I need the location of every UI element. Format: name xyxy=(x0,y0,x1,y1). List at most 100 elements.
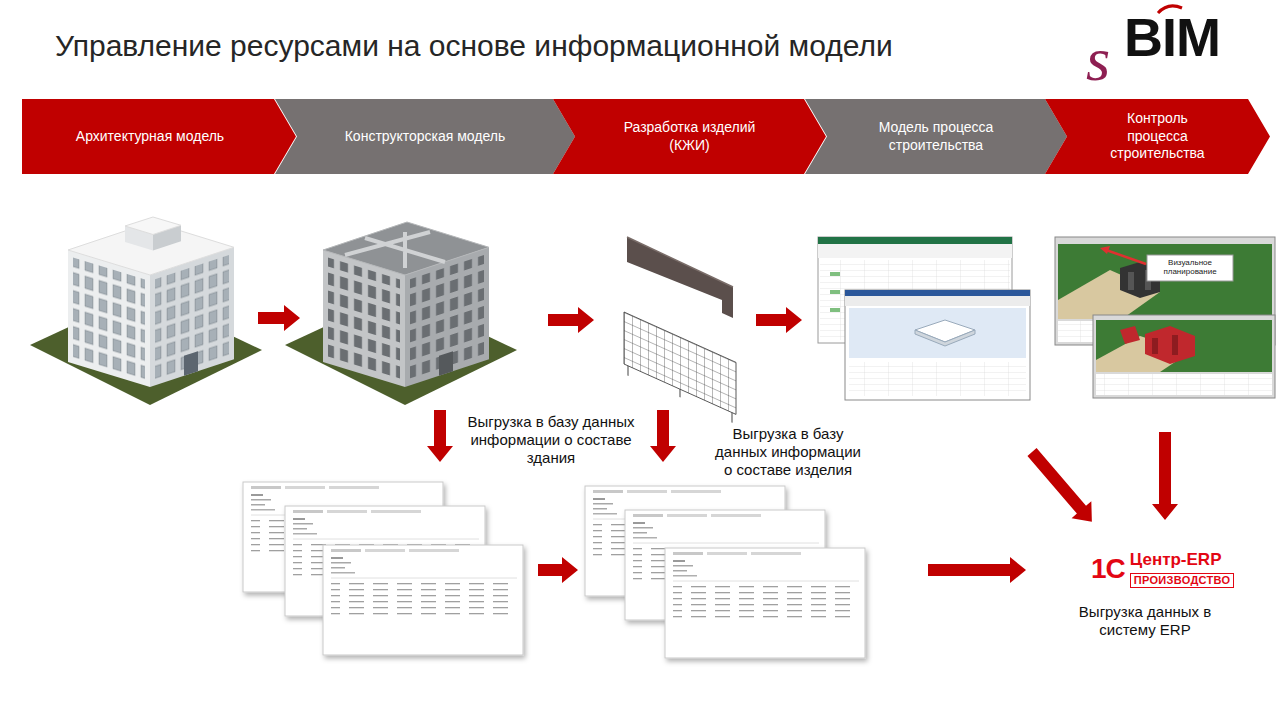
model-screenshot-part xyxy=(915,330,975,346)
logo-text-column: Центр-ERP ПРОИЗВОДСТВО xyxy=(1130,551,1235,588)
control-screenshot-part xyxy=(1096,374,1272,395)
control-screenshot-part xyxy=(1120,326,1140,344)
precast-panel-part xyxy=(627,237,733,318)
logo-letter: s xyxy=(1086,28,1120,90)
logo-wordmark: BIM xyxy=(1124,10,1254,64)
control-screenshot-part xyxy=(1058,244,1272,319)
structural-building-part-part xyxy=(410,255,484,379)
process-chevron: Разработка изделий (КЖИ) xyxy=(553,99,826,174)
logo-mark-column: 1С xyxy=(1091,555,1125,583)
building-table-stack-part xyxy=(323,545,523,655)
control-screenshot-part xyxy=(1096,320,1272,372)
flow-arrow-part xyxy=(928,557,1026,583)
chevron-label-area: Разработка изделий (КЖИ) xyxy=(579,99,800,174)
flow-arrow-part xyxy=(427,410,453,462)
schedule-screenshot-part xyxy=(830,290,840,294)
model-screenshot xyxy=(845,290,1030,400)
flow-arrow-part-part xyxy=(1022,444,1102,531)
chevron-label-area: Контроль процесса строительства xyxy=(1071,99,1244,174)
control-screenshot-part xyxy=(1093,315,1275,398)
erp-caption: Выгрузка данных в систему ERP xyxy=(1070,603,1220,639)
structural-building-part xyxy=(345,232,445,268)
flow-arrow-part xyxy=(538,557,578,583)
process-chevron: Конструкторская модель xyxy=(275,99,575,174)
structural-building-part xyxy=(323,222,489,275)
chevron-label-area: Модель процесса строительства xyxy=(831,99,1041,174)
chevron-label-area: Конструкторская модель xyxy=(301,99,549,174)
element-table-stack-part xyxy=(665,548,865,658)
title-slot: Управление ресурсами на основе информаци… xyxy=(55,28,893,64)
stage-name: Конструкторская модель xyxy=(345,128,506,146)
control-screenshot-part xyxy=(1172,335,1178,355)
architectural-building xyxy=(30,217,262,405)
architectural-building-part-part xyxy=(184,351,198,376)
control-screenshot-part xyxy=(1100,246,1110,254)
control-screenshot xyxy=(1093,315,1275,398)
schedule-screenshot-part xyxy=(818,244,1012,258)
screenshot-callout: Визуальное планирование xyxy=(1150,258,1230,276)
stage-name: Разработка изделий (КЖИ) xyxy=(610,119,770,154)
export-note: Выгрузка в базу данных информации о сост… xyxy=(462,413,640,467)
stage-name: Архитектурная модель xyxy=(76,128,224,146)
export-note-slot: Выгрузка в базу данных информации о сост… xyxy=(712,425,864,479)
model-screenshot-part xyxy=(845,296,1030,306)
element-table-stack xyxy=(585,486,865,658)
model-screenshot-part xyxy=(849,362,1026,396)
erp-caption-slot: Выгрузка данных в систему ERP xyxy=(1070,603,1220,639)
export-note: Выгрузка в базу данных информации о сост… xyxy=(712,425,864,479)
rebar-cage-part xyxy=(624,312,736,414)
flow-arrow-part xyxy=(548,307,594,333)
control-screenshot-part xyxy=(1152,338,1158,354)
structural-building-part-part xyxy=(439,351,453,376)
flow-arrow-part xyxy=(756,307,802,333)
logo-wordmark-slot: BIM xyxy=(1124,10,1254,64)
flow-arrow-part xyxy=(1152,432,1178,520)
stage-name: Модель процесса строительства xyxy=(856,119,1016,154)
flow-arrow-part xyxy=(1022,444,1102,531)
building-table-stack xyxy=(243,482,523,655)
chevron-fill xyxy=(1045,99,1270,174)
control-screenshot-part xyxy=(1096,336,1190,372)
schedule-screenshot-part xyxy=(830,272,840,276)
model-screenshot-part xyxy=(845,290,1030,296)
screenshot-callout-slot: Визуальное планирование xyxy=(1150,258,1230,276)
chevron-fill xyxy=(275,99,575,174)
control-screenshot-part xyxy=(1147,255,1233,281)
flow-arrow xyxy=(258,305,1178,583)
logo-letter-slot: s xyxy=(1086,28,1120,90)
structural-building xyxy=(285,222,517,405)
rebar-cage-part xyxy=(628,366,732,423)
control-screenshot-part xyxy=(1145,326,1195,364)
structural-building-part-part xyxy=(328,258,400,380)
export-note-slot: Выгрузка в базу данных информации о сост… xyxy=(462,413,640,467)
model-screenshot-part xyxy=(849,308,1026,358)
flow-arrow-part xyxy=(258,305,300,331)
model-screenshot-part xyxy=(915,320,975,342)
architectural-building-part-part xyxy=(73,258,145,380)
chevron-fill xyxy=(805,99,1067,174)
erp-logo: 1С Центр-ERP ПРОИЗВОДСТВО xyxy=(1088,548,1237,591)
schedule-screenshot-part xyxy=(830,308,840,312)
precast-panel-part xyxy=(627,237,733,287)
control-screenshot-part xyxy=(1106,250,1146,264)
architectural-building-part-part xyxy=(155,255,229,379)
page-title: Управление ресурсами на основе информаци… xyxy=(55,28,893,64)
logo-mark: 1С xyxy=(1091,555,1125,583)
model-screenshot-part xyxy=(845,290,1030,400)
schedule-screenshot-part xyxy=(818,237,1012,244)
process-chevron: Модель процесса строительства xyxy=(805,99,1067,174)
control-screenshot-part xyxy=(1128,272,1134,290)
architectural-building-part xyxy=(125,217,181,235)
rebar-cage xyxy=(624,312,736,424)
process-chevron: Контроль процесса строительства xyxy=(1045,99,1270,174)
precast-panel xyxy=(627,237,733,318)
process-chevron: Архитектурная модель xyxy=(22,99,296,174)
chevron-fill xyxy=(22,99,296,174)
stage-name: Контроль процесса строительства xyxy=(1103,110,1213,163)
logo-product-name: Центр-ERP xyxy=(1130,551,1222,570)
control-screenshot-part xyxy=(1096,374,1272,395)
chevron-label-area: Архитектурная модель xyxy=(30,99,270,174)
flow-arrow-part xyxy=(650,410,676,462)
logo-edition: ПРОИЗВОДСТВО xyxy=(1130,573,1235,588)
